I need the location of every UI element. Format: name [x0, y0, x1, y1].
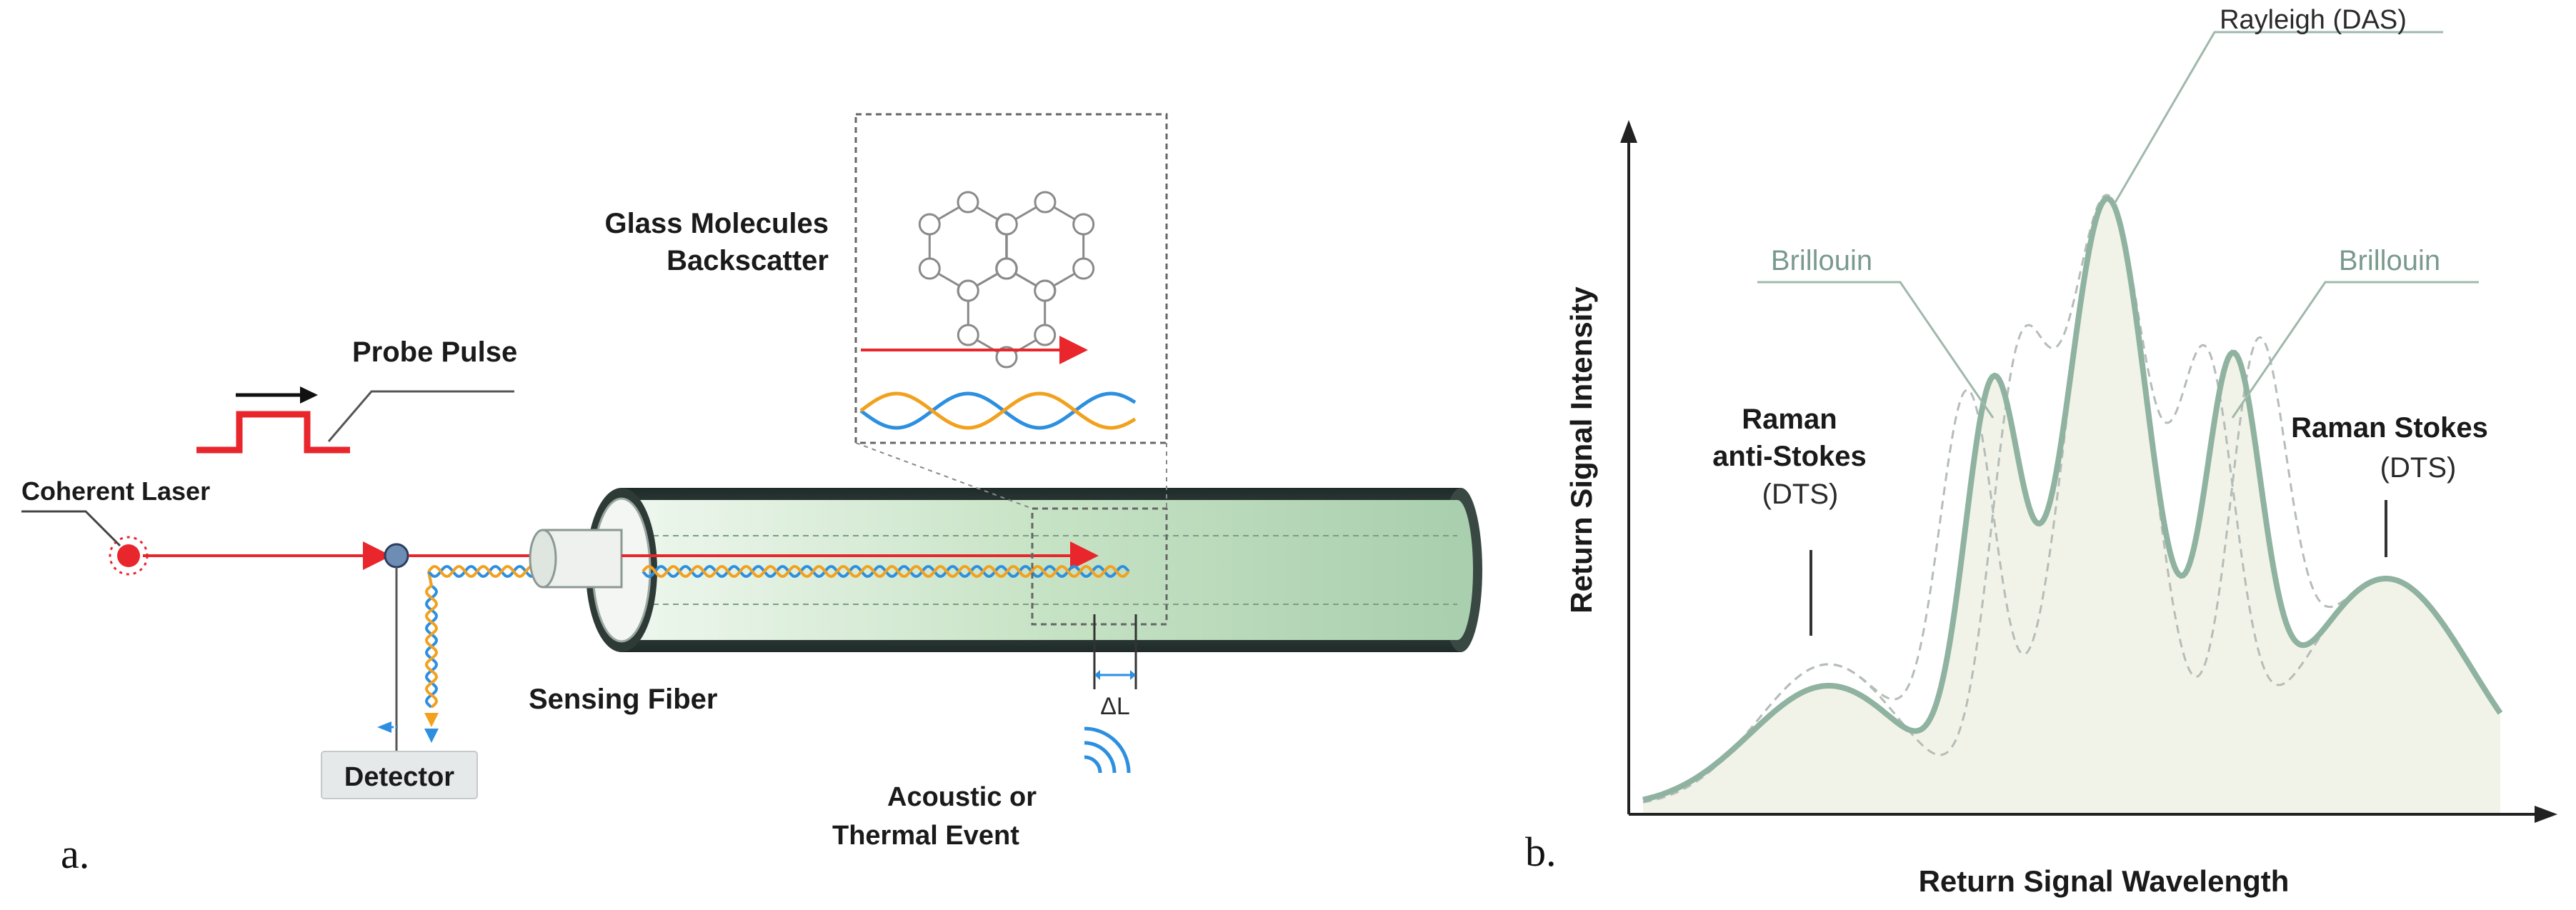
y-axis-arrow-icon [1620, 120, 1637, 143]
probe-pulse-label: Probe Pulse [352, 336, 517, 368]
zoom-region [1031, 507, 1168, 626]
coherent-laser-label: Coherent Laser [21, 476, 210, 506]
brillouin-left-leader [1757, 281, 1995, 419]
glass-molecules-label: Glass Molecules [605, 208, 829, 239]
glass-molecule-icon [918, 191, 1095, 369]
pulse-arrow-icon [300, 386, 318, 404]
coupler-icon [384, 543, 409, 569]
panel-label-b: b. [1525, 829, 1557, 875]
pulse-shape [196, 411, 350, 454]
spectrum-shift-dashed-2 [1642, 194, 2502, 804]
x-axis-label: Return Signal Wavelength [1919, 864, 2290, 898]
brillouin-right-leader [2231, 281, 2479, 419]
detector-arrow-blue-icon [377, 721, 391, 733]
acoustic-wave-icon [1084, 726, 1131, 774]
panel-label-a: a. [61, 831, 89, 877]
brillouin-right-label: Brillouin [2339, 245, 2440, 276]
return-wave-blue [427, 564, 544, 579]
panel-a: Coherent Laser Probe Pulse Detec [21, 113, 1482, 877]
raman-stokes-sub-label: (DTS) [2380, 452, 2457, 484]
event-label-line2: Thermal Event [832, 821, 1019, 851]
inset-wave-orange [859, 391, 1137, 430]
delta-l-label: ΔL [1100, 693, 1130, 720]
raman-stokes-label: Raman Stokes [2291, 412, 2488, 444]
raman-anti-label-1: Raman [1742, 404, 1837, 435]
sensing-fiber [529, 488, 1482, 652]
detector-label: Detector [344, 762, 454, 792]
return-wave-down-orange [424, 571, 439, 709]
panel-b: Rayleigh (DAS) Brillouin Brillouin Raman… [1525, 5, 2557, 898]
laser-dot-icon [117, 544, 140, 567]
inset-wave-blue [859, 391, 1137, 430]
fiber-wave-orange [641, 564, 1130, 579]
detector-path: Detector [321, 567, 478, 799]
raman-anti-sub-label: (DTS) [1762, 479, 1839, 510]
detector-box [321, 751, 478, 799]
probe-leader-line [327, 390, 514, 442]
raman-anti-label-2: anti-Stokes [1712, 441, 1867, 472]
sensing-fiber-label: Sensing Fiber [529, 684, 718, 715]
x-axis-arrow-icon [2535, 806, 2557, 823]
delta-l-marker: ΔL [1093, 614, 1137, 720]
rayleigh-leader [2113, 31, 2443, 204]
laser-source: Coherent Laser [21, 476, 210, 576]
spectrum-curve [1642, 195, 2503, 803]
backscatter-label: Backscatter [667, 245, 829, 276]
probe-pulse: Probe Pulse [196, 336, 517, 454]
event-label-line1: Acoustic or [887, 782, 1037, 812]
detector-arrow-blue-down-icon [424, 729, 439, 743]
laser-leader-line [21, 510, 121, 547]
brillouin-left-label: Brillouin [1771, 245, 1872, 276]
return-wave-orange [427, 564, 544, 579]
detector-arrow-orange-icon [424, 713, 439, 727]
rayleigh-label: Rayleigh (DAS) [2220, 5, 2407, 35]
y-axis-label: Return Signal Intensity [1564, 286, 1598, 614]
molecule-inset: Glass Molecules Backscatter [605, 113, 1168, 444]
spectrum-fill [1643, 198, 2500, 813]
